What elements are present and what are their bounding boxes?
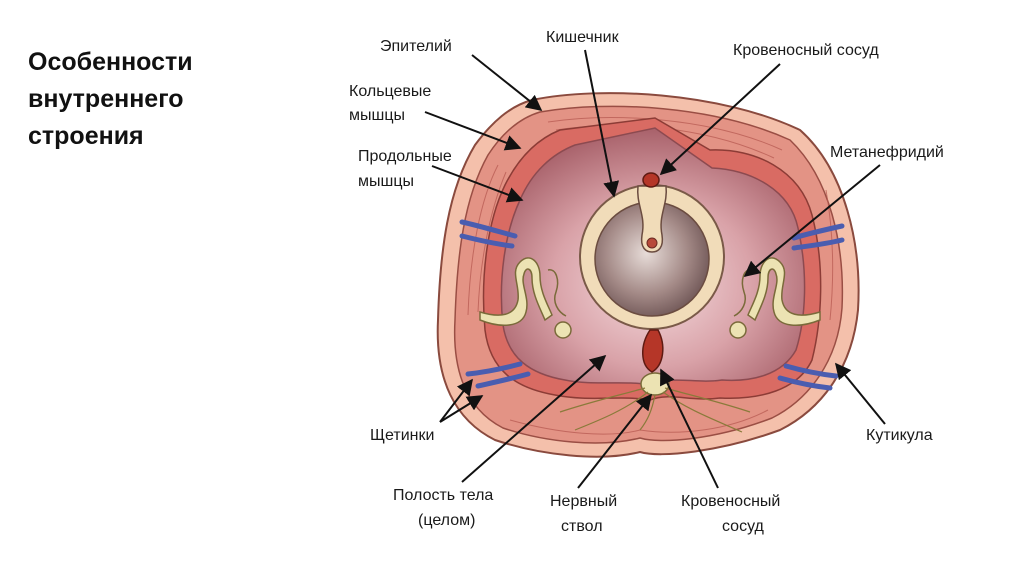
label-longitudinal-muscles-2: мышцы [358,173,414,190]
arrow-metanephridium [743,164,881,278]
arrow-body-cavity [461,354,607,483]
arrow-nerve-cord [577,393,652,489]
slide-title-line-3: строения [28,122,144,150]
label-circular-muscles-2: мышцы [349,107,405,124]
label-blood-vessel-bottom-2: сосуд [722,518,765,535]
intestine [579,184,725,330]
arrow-setae-1 [439,378,473,423]
label-nerve-cord-1: Нервный [550,493,617,510]
label-metanephridium: Метанефридий [830,144,944,161]
label-circular-muscles-1: Кольцевые [349,83,431,100]
label-intestine: Кишечник [546,29,620,46]
arrow-intestine [584,49,620,198]
arrow-longitudinal-muscles [431,165,524,203]
label-setae: Щетинки [370,427,434,444]
arrow-cuticle [834,362,886,425]
label-body-cavity-1: Полость тела [393,487,493,504]
nerve-cord [559,372,751,433]
label-epithelium: Эпителий [380,38,452,55]
label-body-cavity-2: (целом) [418,512,475,529]
metanephridium-left [479,257,572,339]
leader-arrows [424,49,886,489]
slide-title-line-1: Особенности [28,48,193,76]
ventral-blood-vessel [642,329,664,373]
arrow-epithelium [471,54,543,111]
setae [459,219,845,391]
arrow-blood-vessel-top [659,63,781,176]
arrow-blood-vessel-bottom [660,368,719,489]
dorsal-blood-vessel [642,172,660,188]
label-longitudinal-muscles-1: Продольные [358,148,452,165]
label-cuticle: Кутикула [866,427,933,444]
label-blood-vessel-bottom-1: Кровеносный [681,493,780,510]
arrow-circular-muscles [424,111,522,151]
slide-title: Особенности внутреннего строения [28,44,288,155]
slide-title-line-2: внутреннего [28,85,184,113]
label-nerve-cord-2: ствол [561,518,603,535]
label-blood-vessel-top: Кровеносный сосуд [733,42,879,59]
arrow-setae-2 [439,395,484,423]
